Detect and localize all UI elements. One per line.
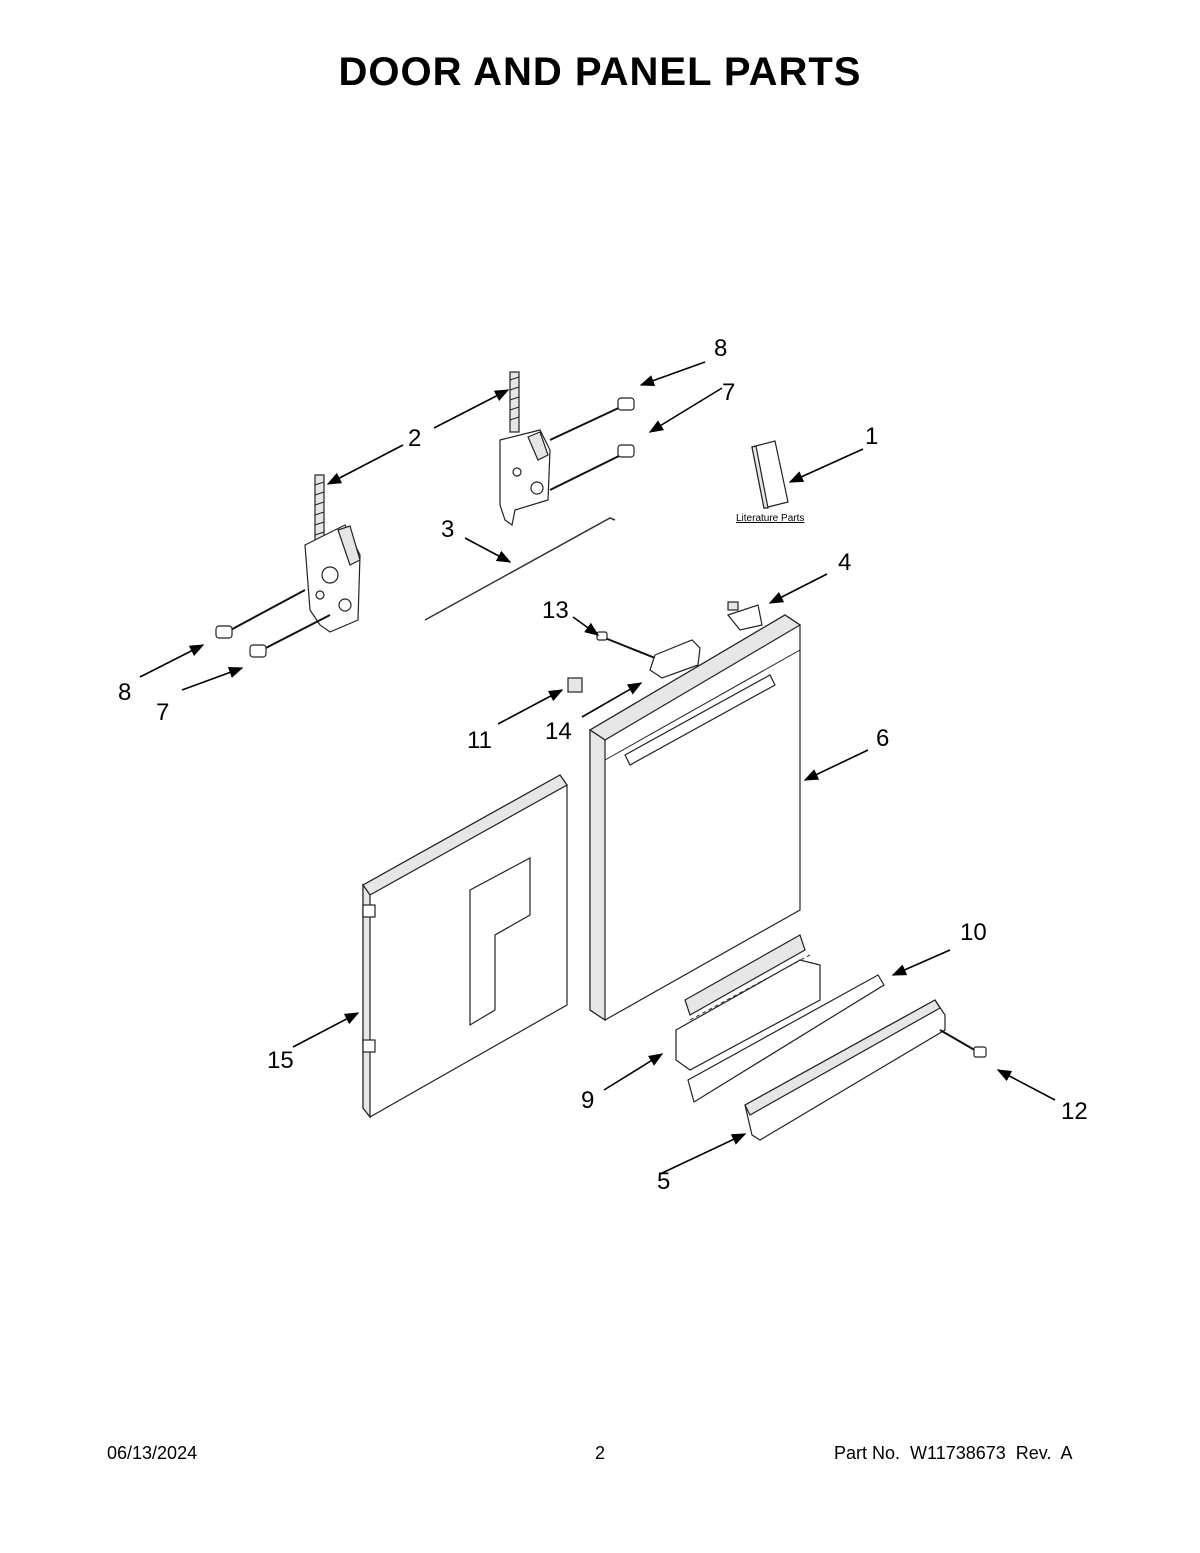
- lower-strip: [687, 974, 885, 1103]
- callout-8-lower: 8: [118, 679, 131, 706]
- callout-6: 6: [876, 725, 889, 752]
- callout-13: 13: [542, 597, 569, 624]
- literature-parts-label: Literature Parts: [736, 513, 804, 524]
- callout-15: 15: [267, 1047, 294, 1074]
- small-clip: [567, 677, 583, 693]
- callout-14: 14: [545, 718, 572, 745]
- callout-3: 3: [441, 516, 454, 543]
- door-clip: [726, 601, 763, 631]
- callout-12: 12: [1061, 1098, 1088, 1125]
- handle-bracket: [596, 631, 701, 679]
- screws-right: [549, 397, 635, 491]
- callout-7-lower: 7: [156, 699, 169, 726]
- callout-7-upper: 7: [722, 379, 735, 406]
- inner-door-panel: [362, 774, 568, 1119]
- door-rod: [424, 517, 616, 621]
- kick-insulation: [675, 934, 821, 1071]
- literature-booklet: [751, 440, 789, 509]
- callout-1: 1: [865, 423, 878, 450]
- callout-4: 4: [838, 549, 851, 576]
- page-title: DOOR AND PANEL PARTS: [338, 50, 862, 94]
- screws-left: [215, 589, 331, 658]
- footer-part-number: Part No. W11738673 Rev. A: [834, 1443, 1073, 1463]
- toe-panel: [744, 999, 946, 1141]
- hinge-right: [499, 371, 551, 527]
- callout-11: 11: [467, 727, 492, 754]
- hinge-left: [304, 474, 361, 633]
- outer-door-panel: [588, 614, 802, 1022]
- callout-5: 5: [657, 1168, 670, 1195]
- toe-panel-screw: [939, 1029, 987, 1058]
- callout-arrows: [139, 361, 1056, 1175]
- callout-2: 2: [408, 425, 421, 452]
- footer-date: 06/13/2024: [107, 1443, 198, 1463]
- footer-page-number: 2: [595, 1443, 606, 1463]
- callout-10: 10: [960, 919, 987, 946]
- callout-8-upper: 8: [714, 335, 727, 362]
- callout-9: 9: [581, 1087, 594, 1114]
